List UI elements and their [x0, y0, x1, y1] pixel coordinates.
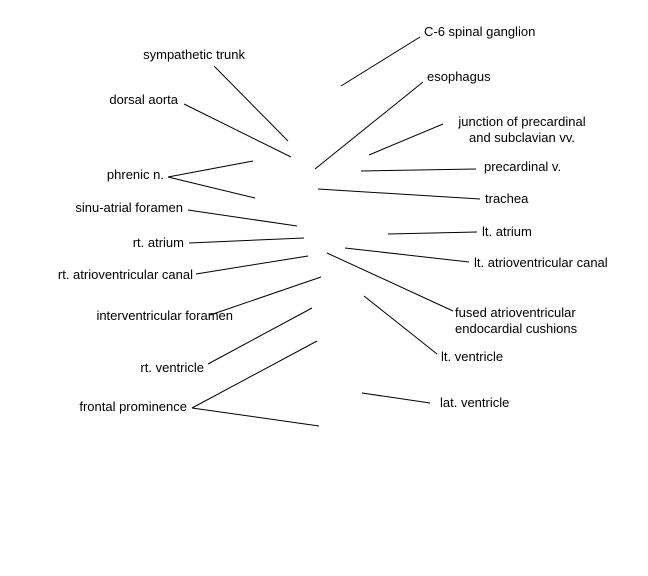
leader-lt-atrium [387, 231, 478, 235]
label-dorsal-aorta: dorsal aorta [109, 92, 178, 107]
leader-precardinal-v [360, 168, 477, 172]
label-phrenic-n: phrenic n. [106, 167, 164, 182]
label-rt-atrium: rt. atrium [132, 235, 184, 250]
leader-lt-atrioventricular-canal [344, 247, 470, 263]
leader-lt-ventricle [363, 295, 438, 355]
label-fused-line1: fused atrioventricular [455, 305, 576, 320]
label-lt-atrioventricular-canal: lt. atrioventricular canal [474, 255, 608, 270]
leader-phrenic-n-upper [167, 160, 254, 178]
leader-c6-spinal-ganglion [340, 36, 421, 87]
leader-frontal-prominence-lower [191, 407, 320, 427]
label-rt-atrioventricular-canal: rt. atrioventricular canal [57, 267, 193, 282]
label-c6-spinal-ganglion: C-6 spinal ganglion [424, 24, 536, 39]
label-lt-atrium: lt. atrium [482, 224, 532, 239]
leader-esophagus [314, 81, 424, 170]
label-junction-line1: junction of precardinal [458, 114, 586, 129]
label-rt-ventricle: rt. ventricle [140, 360, 204, 375]
leader-sympathetic-trunk [213, 65, 289, 142]
label-fused-line2: endocardial cushions [455, 321, 578, 336]
leader-sinu-atrial-foramen [187, 209, 298, 227]
label-esophagus: esophagus [427, 69, 491, 84]
label-interventricular-foramen: interventricular foramen [96, 308, 233, 323]
label-sympathetic-trunk: sympathetic trunk [143, 47, 245, 62]
leader-interventricular-foramen [209, 276, 322, 316]
leader-rt-atrium [188, 237, 305, 244]
label-fused-atrioventricular-cushions: fused atrioventricular endocardial cushi… [455, 305, 577, 337]
leader-dorsal-aorta [183, 103, 292, 158]
label-junction-line2: and subclavian vv. [469, 130, 575, 145]
label-lt-ventricle: lt. ventricle [441, 349, 504, 364]
leader-rt-atrioventricular-canal [195, 255, 309, 275]
leader-junction-precardinal-subclavian [368, 123, 444, 156]
label-frontal-prominence: frontal prominence [79, 399, 187, 414]
leader-rt-ventricle [207, 307, 313, 365]
leader-fused-atrioventricular-cushions [326, 252, 454, 312]
label-sinu-atrial-foramen: sinu-atrial foramen [75, 200, 183, 215]
leader-lat-ventricle [361, 392, 431, 404]
leader-trachea [317, 188, 481, 200]
label-junction-precardinal-subclavian: junction of precardinal and subclavian v… [448, 114, 596, 146]
leader-frontal-prominence-upper [191, 340, 318, 409]
label-trachea: trachea [485, 191, 529, 206]
leader-phrenic-n-lower [167, 176, 256, 199]
label-precardinal-v: precardinal v. [484, 159, 562, 174]
label-lat-ventricle: lat. ventricle [440, 395, 510, 410]
